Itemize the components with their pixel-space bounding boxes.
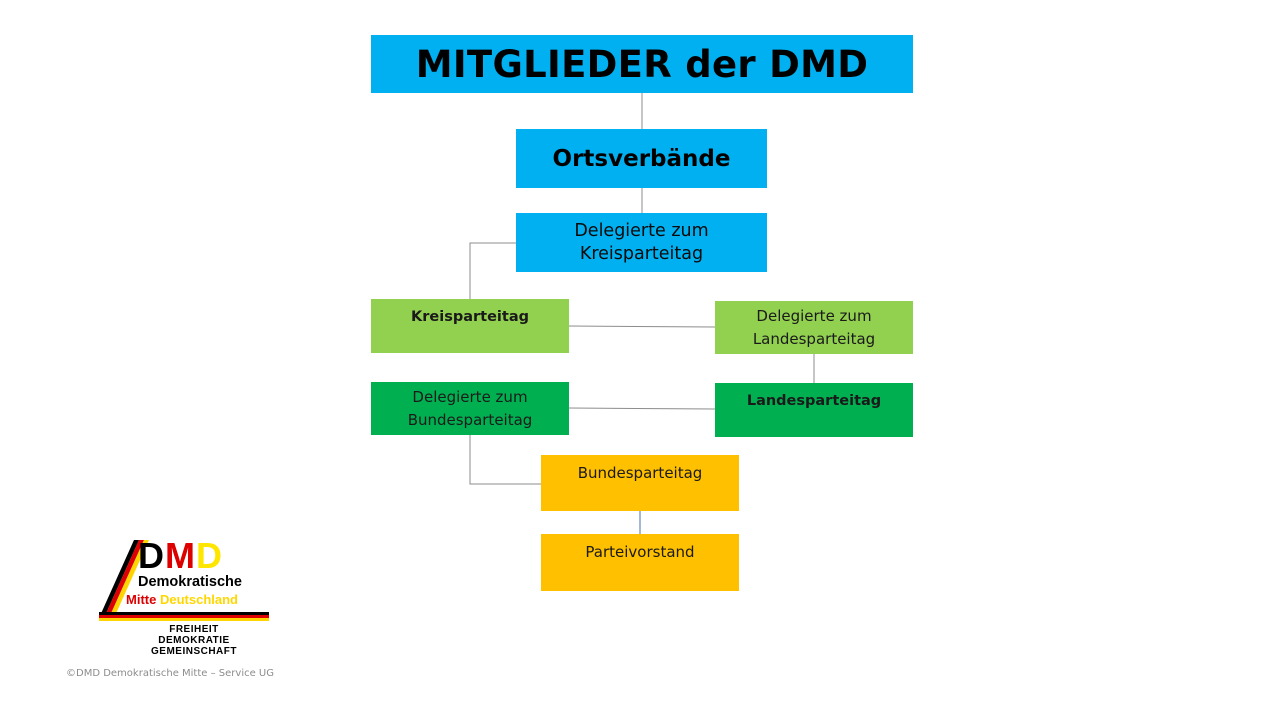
logo-slogan-freiheit: FREIHEIT bbox=[169, 624, 219, 635]
ortsverbaende-text: Ortsverbände bbox=[552, 145, 731, 172]
logo-slogan-demokratie: DEMOKRATIE bbox=[158, 635, 230, 646]
landesparteitag-text: Landesparteitag bbox=[746, 393, 882, 409]
delegierte-landesparteitag-line2: Landesparteitag bbox=[752, 329, 876, 348]
ortsverbaende-box: Ortsverbände bbox=[516, 129, 767, 188]
logo-letter-m: M bbox=[165, 535, 196, 576]
connector-delegierte-bund-bund bbox=[469, 435, 541, 485]
delegierte-bundesparteitag-line1: Delegierte zum bbox=[412, 387, 528, 406]
bundesparteitag-box: Bundesparteitag bbox=[541, 455, 739, 511]
delegierte-landesparteitag-box: Delegierte zum Landesparteitag bbox=[715, 301, 913, 354]
delegierte-bundesparteitag-box: Delegierte zum Bundesparteitag bbox=[371, 382, 569, 435]
parteivorstand-text: Parteivorstand bbox=[585, 543, 695, 561]
delegierte-kreisparteitag-line2: Kreisparteitag bbox=[579, 243, 704, 264]
copyright-text: ©DMD Demokratische Mitte – Service UG bbox=[66, 668, 274, 679]
dmd-logo: DMD Demokratische Mitte Deutschland FREI… bbox=[86, 536, 278, 660]
logo-demokratische: Demokratische bbox=[138, 574, 242, 590]
parteivorstand-box: Parteivorstand bbox=[541, 534, 739, 591]
connector-land-delegierte-bund bbox=[568, 407, 716, 410]
landesparteitag-box: Landesparteitag bbox=[715, 383, 913, 437]
logo-deutschland: Deutschland bbox=[159, 592, 238, 607]
logo-slogan-gemeinschaft: GEMEINSCHAFT bbox=[151, 646, 237, 657]
title-box: MITGLIEDER der DMD bbox=[371, 35, 913, 93]
delegierte-landesparteitag-line1: Delegierte zum bbox=[756, 306, 872, 325]
bundesparteitag-text: Bundesparteitag bbox=[577, 464, 703, 482]
kreisparteitag-box: Kreisparteitag bbox=[371, 299, 569, 353]
connector-delegierte-kreis bbox=[469, 242, 516, 299]
logo-letter-d2: D bbox=[196, 535, 223, 576]
logo-slogan: FREIHEIT DEMOKRATIE GEMEINSCHAFT bbox=[134, 624, 254, 657]
title-text: MITGLIEDER der DMD bbox=[415, 42, 869, 86]
flag-stripes-graphic bbox=[99, 540, 269, 621]
logo-letters: DMD bbox=[138, 538, 223, 574]
logo-mitte: Mitte bbox=[126, 592, 157, 607]
logo-mitte-deutschland: Mitte Deutschland bbox=[126, 592, 238, 607]
connector-kreis-delegierte-land bbox=[568, 325, 716, 328]
logo-letter-d1: D bbox=[138, 535, 165, 576]
delegierte-kreisparteitag-box: Delegierte zum Kreisparteitag bbox=[516, 213, 767, 272]
delegierte-bundesparteitag-line2: Bundesparteitag bbox=[407, 410, 533, 429]
kreisparteitag-text: Kreisparteitag bbox=[411, 309, 529, 325]
delegierte-kreisparteitag-line1: Delegierte zum bbox=[574, 220, 709, 241]
